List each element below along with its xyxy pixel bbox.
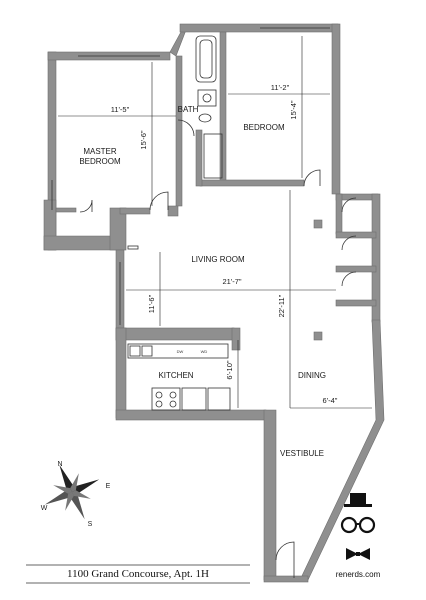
bath-sink-bowl xyxy=(202,93,212,103)
hat-icon xyxy=(350,493,366,505)
fixtures xyxy=(51,27,357,578)
wall-bath-west xyxy=(175,55,183,207)
label-bath: BATH xyxy=(178,105,199,114)
glasses-icon xyxy=(340,516,358,534)
door-closet-master-icon xyxy=(79,199,93,213)
burner-3 xyxy=(155,400,163,408)
door-closet-e3-icon xyxy=(341,271,357,287)
dim-master-width: 11'-5" xyxy=(111,105,130,114)
label-master-bedroom-1: MASTER xyxy=(83,147,117,156)
dim-dining-depth: 22'-11" xyxy=(277,294,286,317)
door-closet-e1-icon xyxy=(341,197,357,213)
wall-bedroom-south xyxy=(199,179,305,187)
wall-vestibule-west xyxy=(263,409,277,581)
wall-closet-w1 xyxy=(335,193,343,235)
label-master-bedroom-2: BEDROOM xyxy=(79,157,121,166)
counter-right xyxy=(181,387,207,411)
label-kitchen: KITCHEN xyxy=(158,371,193,380)
wall-stub-a xyxy=(167,205,179,217)
door-entry-icon xyxy=(275,541,295,578)
dim-bedroom-depth: 15'-4" xyxy=(289,100,298,119)
walls xyxy=(43,23,385,583)
brand-url: renerds.com xyxy=(336,570,381,579)
compass-e: E xyxy=(106,483,111,490)
bathtub-basin xyxy=(199,39,213,79)
radiator xyxy=(127,245,139,250)
label-bedroom: BEDROOM xyxy=(243,123,285,132)
dim-master-depth: 15'-6" xyxy=(139,130,148,149)
stove-icon xyxy=(151,387,181,411)
label-washer-dryer: WD xyxy=(201,349,208,354)
compass-n: N xyxy=(57,461,62,468)
compass-rose-icon xyxy=(44,464,100,520)
door-closet-e2-icon xyxy=(341,235,357,251)
compass-w: W xyxy=(41,505,48,512)
label-vestibule: VESTIBULE xyxy=(280,449,324,458)
wall-angled-bay xyxy=(169,29,187,57)
bath-sink-icon xyxy=(197,89,217,107)
toilet-icon xyxy=(198,113,212,123)
wall-kitchen-south xyxy=(115,409,267,421)
kitchen-sink-b xyxy=(141,345,153,357)
door-master-icon xyxy=(149,191,169,211)
closet-bath xyxy=(203,133,223,179)
kitchen-sink-a xyxy=(129,345,141,357)
bathtub-icon xyxy=(195,35,217,83)
burner-1 xyxy=(155,391,163,399)
wall-master-south xyxy=(119,207,151,215)
wall-kitchen-west xyxy=(115,327,127,419)
label-living-room: LIVING ROOM xyxy=(191,255,245,264)
column-b xyxy=(313,331,323,341)
column-a xyxy=(313,219,323,229)
kitchen-counter xyxy=(127,343,229,359)
bowtie-icon xyxy=(346,548,358,560)
door-bath-icon xyxy=(177,119,195,137)
wall-kitchen-east-stub xyxy=(231,327,241,351)
dim-bedroom-width: 11'-2" xyxy=(271,83,290,92)
wall-closet-top xyxy=(55,207,77,213)
brand-logo xyxy=(340,493,376,560)
dim-vestibule-width: 6'-4" xyxy=(323,396,338,405)
compass-s: S xyxy=(88,521,93,528)
dim-living-width: 21'-7" xyxy=(222,277,241,286)
wall-vestibule-south xyxy=(263,575,309,583)
burner-4 xyxy=(169,400,177,408)
wall-closet-mid xyxy=(335,231,377,239)
dim-living-depth: 11'-6" xyxy=(147,294,156,313)
wall-kitchen-north xyxy=(115,327,235,341)
wall-bath-bedroom xyxy=(219,31,227,183)
dimension-lines xyxy=(58,36,372,409)
wall-master-south-base xyxy=(43,235,119,251)
wall-closet-pier xyxy=(109,207,127,251)
burner-2 xyxy=(169,391,177,399)
wall-closet-mid2 xyxy=(335,265,377,273)
plan-caption: 1100 Grand Concourse, Apt. 1H xyxy=(67,568,209,580)
dim-kitchen-depth: 6'-10" xyxy=(225,360,234,379)
door-bedroom-icon xyxy=(303,169,321,187)
label-dining: DINING xyxy=(298,371,326,380)
wall-bath-closet xyxy=(195,129,203,187)
refrigerator-icon xyxy=(207,387,231,411)
wall-closet-bot xyxy=(335,299,377,307)
label-dishwasher: DW xyxy=(177,349,184,354)
wall-bedroom-east xyxy=(331,23,341,195)
